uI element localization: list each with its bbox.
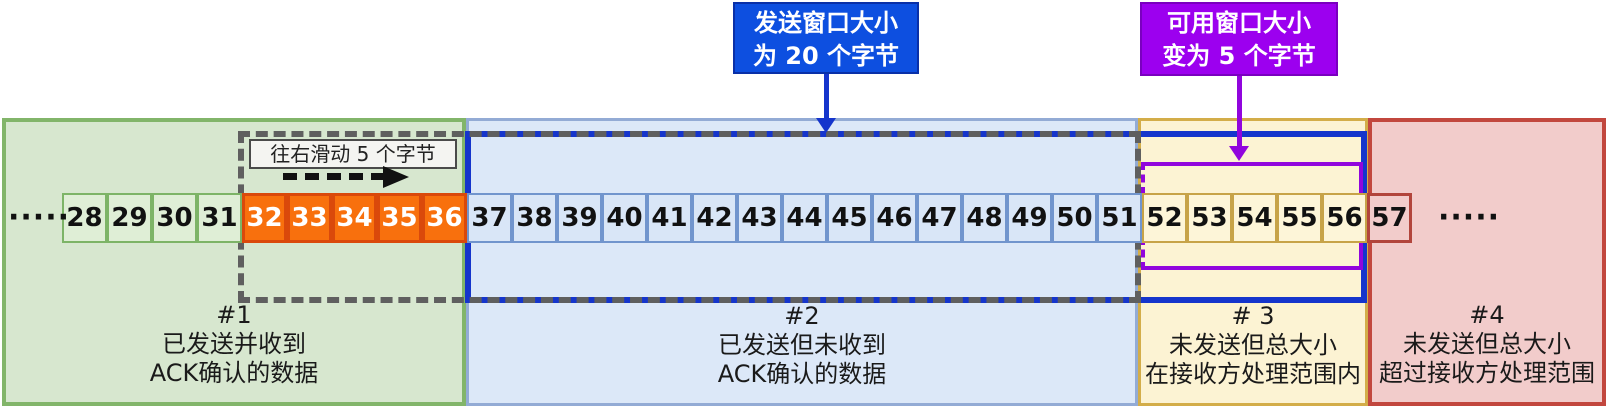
byte-cell-45: 45	[827, 193, 872, 243]
byte-cell-47: 47	[917, 193, 962, 243]
byte-cell-40: 40	[602, 193, 647, 243]
region-4-unsent-out-of-range: #4 未发送但总大小 超过接收方处理范围	[1368, 118, 1606, 406]
byte-cell-32: 32	[242, 193, 287, 243]
byte-cell-42: 42	[692, 193, 737, 243]
send-window-callout: 发送窗口大小 为 20 个字节	[733, 2, 919, 74]
region-3-line1: 未发送但总大小	[1169, 331, 1337, 359]
available-window-callout-line1: 可用窗口大小	[1167, 9, 1311, 37]
region-1-line1: 已发送并收到	[162, 330, 306, 358]
available-window-callout-line2: 变为 5 个字节	[1162, 42, 1316, 70]
byte-cell-55: 55	[1277, 193, 1322, 243]
region-1-number: #1	[216, 301, 252, 329]
slide-right-arrow-line	[283, 173, 385, 180]
byte-cell-54: 54	[1232, 193, 1277, 243]
byte-cell-38: 38	[512, 193, 557, 243]
byte-cell-39: 39	[557, 193, 602, 243]
byte-cell-43: 43	[737, 193, 782, 243]
ellipsis-left: ·····	[8, 200, 70, 235]
slide-right-label: 往右滑动 5 个字节	[249, 139, 457, 169]
byte-cell-41: 41	[647, 193, 692, 243]
byte-cell-50: 50	[1052, 193, 1097, 243]
byte-cell-44: 44	[782, 193, 827, 243]
available-window-callout: 可用窗口大小 变为 5 个字节	[1140, 2, 1338, 76]
ellipsis-right: ·····	[1438, 200, 1500, 235]
slide-right-arrow-head-icon	[383, 166, 409, 188]
byte-cell-28: 28	[62, 193, 107, 243]
byte-cell-56: 56	[1322, 193, 1367, 243]
region-2-label: #2 已发送但未收到 ACK确认的数据	[469, 302, 1135, 389]
send-window-arrow-head-icon	[816, 118, 836, 133]
send-window-arrow-line	[824, 74, 829, 120]
region-1-label: #1 已发送并收到 ACK确认的数据	[6, 301, 462, 388]
send-window-callout-line2: 为 20 个字节	[752, 42, 900, 70]
byte-cell-53: 53	[1187, 193, 1232, 243]
send-window-callout-line1: 发送窗口大小	[754, 9, 898, 37]
region-3-unsent-in-range: # 3 未发送但总大小 在接收方处理范围内	[1138, 118, 1368, 406]
region-3-number: # 3	[1231, 302, 1275, 330]
region-3-line2: 在接收方处理范围内	[1145, 360, 1361, 388]
byte-cell-36: 36	[422, 193, 467, 243]
region-3-label: # 3 未发送但总大小 在接收方处理范围内	[1141, 302, 1365, 389]
region-2-line1: 已发送但未收到	[718, 331, 886, 359]
region-4-line2: 超过接收方处理范围	[1379, 359, 1595, 387]
available-window-arrow-head-icon	[1229, 146, 1249, 161]
available-window-arrow-line	[1237, 76, 1242, 148]
byte-cell-48: 48	[962, 193, 1007, 243]
region-2-line2: ACK确认的数据	[717, 360, 887, 388]
region-4-line1: 未发送但总大小	[1403, 330, 1571, 358]
byte-cell-52: 52	[1142, 193, 1187, 243]
byte-cell-29: 29	[107, 193, 152, 243]
region-1-line2: ACK确认的数据	[149, 359, 319, 387]
byte-cell-33: 33	[287, 193, 332, 243]
byte-cell-35: 35	[377, 193, 422, 243]
byte-cell-31: 31	[197, 193, 242, 243]
byte-cell-57: 57	[1367, 193, 1412, 243]
byte-cell-49: 49	[1007, 193, 1052, 243]
byte-cell-37: 37	[467, 193, 512, 243]
region-2-number: #2	[784, 302, 820, 330]
region-4-label: #4 未发送但总大小 超过接收方处理范围	[1372, 301, 1602, 388]
byte-cell-34: 34	[332, 193, 377, 243]
region-4-number: #4	[1469, 301, 1505, 329]
byte-cell-30: 30	[152, 193, 197, 243]
byte-cell-46: 46	[872, 193, 917, 243]
byte-cell-51: 51	[1097, 193, 1142, 243]
